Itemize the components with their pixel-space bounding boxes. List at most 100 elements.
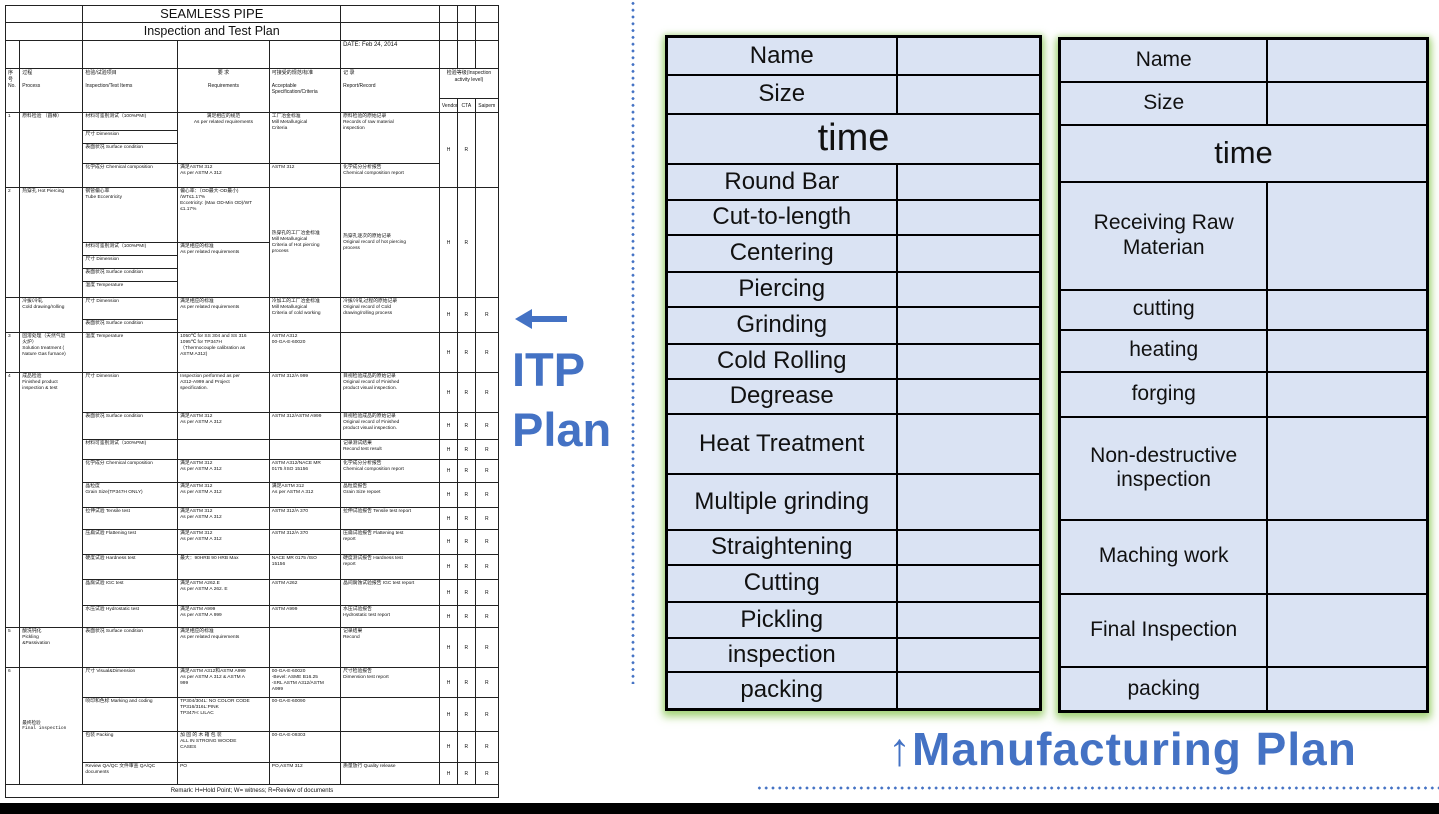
itp-cell [340,22,440,42]
itp-cell: R [457,372,476,414]
itp-cell: 冷加工的工厂冶金标准 Mill Metallurgical Criteria o… [268,297,342,334]
itp-cell: PO,ASTM 312 [268,762,342,786]
itp-cell: 质量放行 Quality release [340,762,440,786]
itp-cell: 满足相应的标准 As per related requirements [177,242,270,299]
itp-cell: 00-GA-E-09303 [268,731,342,764]
itp-cell: 4 [4,372,21,629]
itp-cell: ASTM 312 [268,163,342,189]
itp-cell: R [457,412,476,441]
itp-cell: 压扁试验 Flattening test [82,529,179,556]
itp-cell: H [438,529,459,556]
process-step-cell: time [1058,123,1429,183]
itp-cell [177,40,270,70]
itp-cell: 满足ASTM 312 As per ASTM A 312 [177,482,270,509]
itp-cell [474,187,500,299]
itp-cell: H [438,554,459,581]
itp-cell: H [438,667,459,699]
itp-cell: 包装 Packing [82,731,179,764]
itp-cell [4,22,84,42]
itp-cell: 最终检验 Final inspection [19,667,84,786]
itp-cell: R [474,554,500,581]
itp-cell: 热穿孔逐次的原始记录 Original record of hot pierci… [340,187,440,299]
itp-cell: 尺寸 Dimension [82,297,179,321]
itp-cell [268,627,342,669]
itp-cell: TP304/304L: NO COLOR CODE TP316/316L:PIN… [177,697,270,733]
process-step-cell: Receiving Raw Materian [1058,180,1269,291]
process-step-cell: Size [665,73,898,115]
process-step-cell [895,412,1042,475]
itp-cell: 材料可鉴别测试（100%PMI) [82,439,179,461]
itp-cell: 2 [4,187,21,299]
itp-cell: R [474,507,500,531]
itp-cell: 满足ASTM 312 As per ASTM A 312 [177,459,270,484]
itp-cell [82,40,179,70]
itp-cell: 固溶处理（天然气退 火炉） Solution treatment ( Natur… [19,332,84,374]
itp-cell: Inspection performed as per A312-A999 an… [177,372,270,414]
process-step-cell [895,198,1042,236]
itp-cell [438,22,459,42]
itp-cell: CTA [457,98,476,114]
itp-cell: R [457,297,476,334]
itp-cell: 满足ASTM A312和ASTM A999 As per ASTM A 312 … [177,667,270,699]
itp-cell: 材料可鉴别测试（100%PMI) [82,112,179,132]
itp-cell: 尺寸 Dimension [82,255,179,270]
itp-cell: 检验等级(Inspection activity level) [438,68,500,100]
itp-cell: 温度 Temperature [82,332,179,374]
itp-cell: H [438,605,459,629]
itp-cell: 满足相应的标准 As per related requirements [177,627,270,669]
itp-cell: 热穿孔的工厂冶金标准 Mill Metallurgical Criteria o… [268,187,342,299]
itp-cell: 3 [4,332,21,374]
itp-cell: R [474,697,500,733]
process-step-cell [895,233,1042,273]
process-step-cell: packing [665,670,898,711]
itp-cell [457,4,476,24]
itp-cell: 满足相应的规范 As per related requirements [177,112,270,165]
itp-cell: 尺寸 Dimension [82,130,179,145]
itp-cell: R [457,332,476,374]
process-step-cell [895,528,1042,566]
itp-cell: 序号 No. [4,68,21,114]
itp-cell: H [438,482,459,509]
itp-cell: 水压试验 Hydrostatic test [82,605,179,629]
itp-cell: R [457,507,476,531]
itp-cell: R [474,412,500,441]
process-step-cell [1266,288,1429,331]
itp-cell: 冷拔/冷轧过程的原始记录 Original record of Cold dra… [340,297,440,334]
process-step-cell [895,563,1042,603]
itp-cell: R [457,554,476,581]
itp-cell: 偏心率：（OD最大-OD最小) /WT≤1.17% Eccetricity: (… [177,187,270,244]
process-step-cell: Name [665,35,898,76]
itp-cell: ASTM A312 00-GA-E-60020 [268,332,342,374]
itp-cell: 化学成分分析报告 Chemical composition report [340,163,440,189]
itp-cell: H [438,297,459,334]
process-step-cell [1266,665,1429,713]
process-step-cell [895,305,1042,345]
itp-cell [340,4,440,24]
itp-cell [340,731,440,764]
itp-cell: SEAMLESS PIPE [82,4,342,24]
process-step-cell [1266,370,1429,418]
itp-cell: ASTM 312/A 999 [268,372,342,414]
itp-cell: R [474,332,500,374]
itp-cell: R [457,459,476,484]
itp-cell [19,40,84,70]
process-step-cell: forging [1058,370,1269,418]
itp-cell: PO [177,762,270,786]
itp-cell [340,697,440,733]
itp-cell: 记 录 Report/Record [340,68,440,114]
itp-cell: H [438,731,459,764]
itp-cell: 原料检验 （圆棒） [19,112,84,189]
itp-cell: 酸洗钝化 Pickling &Passivation [19,627,84,669]
itp-cell: R [457,187,476,299]
itp-cell: 晶粒度 Grain Size(TP347H ONLY) [82,482,179,509]
itp-cell: 成品检验 Finished product inspection & test [19,372,84,629]
itp-cell: ASTM 312/A 370 [268,507,342,531]
itp-cell: 拉伸试验报告 Tensile test report [340,507,440,531]
itp-cell [474,22,500,42]
itp-cell: R [474,439,500,461]
